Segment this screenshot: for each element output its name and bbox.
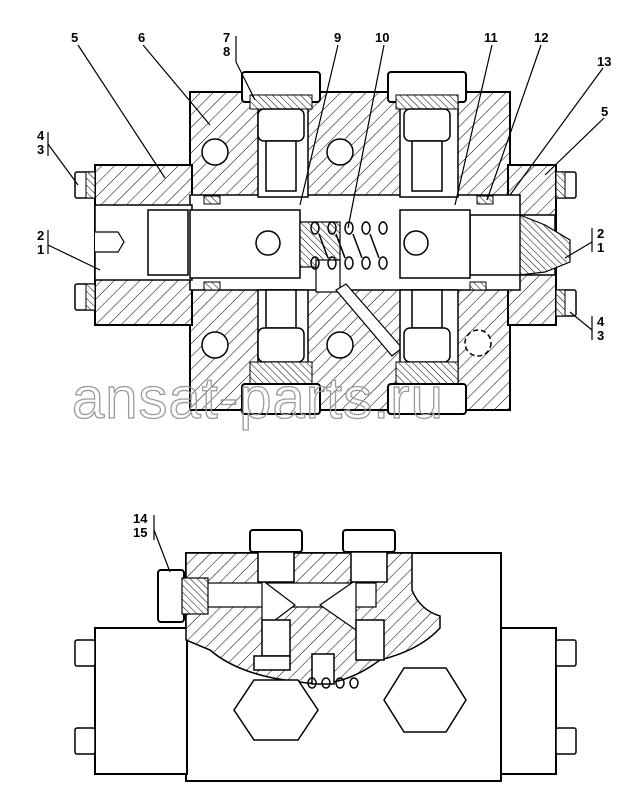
lower-right-cap bbox=[500, 627, 557, 775]
callout-7: 7 bbox=[223, 30, 230, 45]
callout-5-right: 5 bbox=[601, 104, 608, 119]
callout-1-right: 1 bbox=[597, 240, 604, 255]
callout-11: 11 bbox=[484, 30, 498, 45]
callout-1-left: 1 bbox=[37, 242, 44, 257]
lower-bolts bbox=[74, 639, 577, 755]
lower-plunger bbox=[311, 653, 335, 685]
left-plunger bbox=[147, 209, 189, 276]
watermark: ansat-parts.ru bbox=[72, 366, 444, 431]
callout-6: 6 bbox=[138, 30, 145, 45]
callout-13: 13 bbox=[597, 54, 611, 69]
callout-5-left: 5 bbox=[71, 30, 78, 45]
top-section-view bbox=[47, 36, 605, 415]
callout-10: 10 bbox=[375, 30, 389, 45]
check-valve-bottom-left bbox=[241, 289, 321, 415]
mounting-hole bbox=[326, 138, 354, 166]
hidden-hole bbox=[464, 329, 492, 357]
check-valve-bottom-right bbox=[387, 289, 467, 415]
spool-left bbox=[189, 209, 301, 279]
spool-right-hole bbox=[403, 230, 429, 256]
callout-2-right: 2 bbox=[597, 226, 604, 241]
mounting-hole bbox=[201, 331, 229, 359]
hex-boss-right bbox=[383, 667, 467, 733]
side-plug bbox=[157, 569, 209, 623]
lower-left-cap bbox=[94, 627, 188, 775]
hex-boss-left bbox=[233, 679, 319, 741]
plunger-tip bbox=[95, 231, 125, 253]
check-valve-top-left bbox=[241, 71, 321, 198]
lower-valve-left bbox=[249, 529, 303, 671]
end-cap-bolts bbox=[74, 171, 577, 317]
mounting-hole bbox=[326, 331, 354, 359]
callout-3-left: 3 bbox=[37, 142, 44, 157]
mounting-hole bbox=[201, 138, 229, 166]
leader-lines bbox=[47, 36, 605, 340]
lower-spring bbox=[307, 677, 359, 689]
callout-8: 8 bbox=[223, 44, 230, 59]
callout-9: 9 bbox=[334, 30, 341, 45]
callout-3-right: 3 bbox=[597, 328, 604, 343]
callout-labels: 5 6 7 8 9 10 11 12 13 5 4 3 2 1 2 1 4 3 … bbox=[37, 30, 611, 540]
callout-14: 14 bbox=[133, 511, 148, 526]
bottom-view bbox=[74, 515, 577, 782]
spool-port-hole bbox=[255, 230, 281, 256]
lower-valve-right bbox=[342, 529, 396, 661]
check-valve-top-right bbox=[387, 71, 467, 198]
callout-2-left: 2 bbox=[37, 228, 44, 243]
callout-15: 15 bbox=[133, 525, 147, 540]
callout-12: 12 bbox=[534, 30, 548, 45]
seal-rings bbox=[203, 195, 494, 291]
callout-4-left: 4 bbox=[37, 128, 45, 143]
callout-4-right: 4 bbox=[597, 314, 605, 329]
